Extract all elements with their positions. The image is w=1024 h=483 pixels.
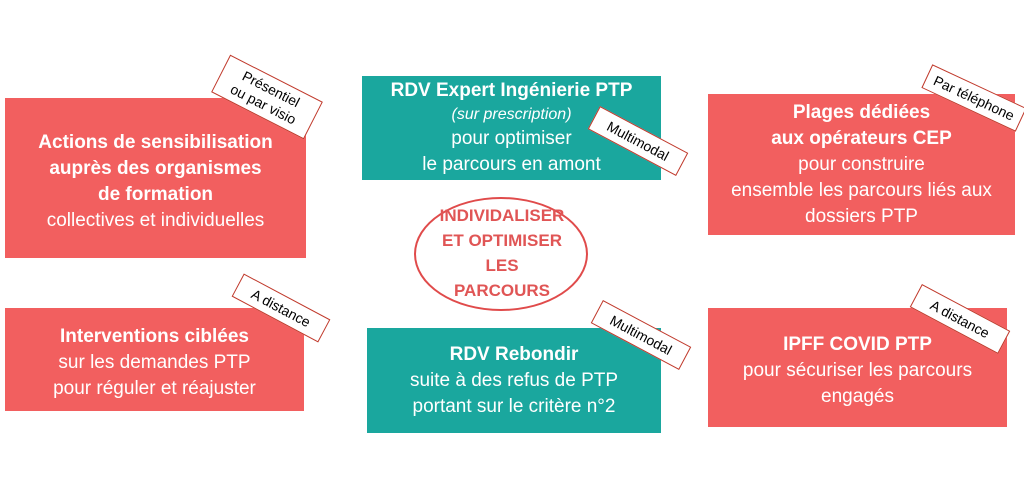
box-sensibilisation: Actions de sensibilisation auprès des or… bbox=[5, 98, 306, 258]
center-title-line-1: INDIVIDALISER bbox=[439, 206, 565, 225]
box-interventions-text-1: sur les demandes PTP bbox=[58, 351, 251, 373]
box-interventions: Interventions ciblées sur les demandes P… bbox=[5, 308, 304, 411]
box-sensibilisation-title-2: auprès des organismes bbox=[49, 158, 262, 179]
box-ipff-text-2: engagés bbox=[821, 385, 894, 407]
box-plages-title-1: Plages dédiées bbox=[792, 101, 931, 123]
box-expert-subtitle: (sur prescription) bbox=[451, 106, 572, 123]
box-sensibilisation-title-1: Actions de sensibilisation bbox=[38, 132, 273, 153]
box-rebondir-text-2: portant sur le critère n°2 bbox=[412, 395, 616, 417]
center-title: INDIVIDALISER ET OPTIMISER LES PARCOURS bbox=[420, 203, 584, 303]
box-sensibilisation-text-1: collectives et individuelles bbox=[46, 210, 265, 231]
box-interventions-text-2: pour réguler et réajuster bbox=[53, 377, 256, 399]
box-ipff-text-1: pour sécuriser les parcours bbox=[742, 359, 973, 381]
box-expert-title: RDV Expert Ingénierie PTP bbox=[390, 80, 633, 101]
box-interventions-title: Interventions ciblées bbox=[59, 325, 249, 347]
box-plages-text-3: dossiers PTP bbox=[805, 205, 918, 227]
box-rebondir-text-1: suite à des refus de PTP bbox=[409, 369, 619, 391]
box-plages-text-2: ensemble les parcours liés aux bbox=[731, 179, 992, 201]
box-expert-text-2: le parcours en amont bbox=[422, 154, 601, 175]
box-sensibilisation-title-3: de formation bbox=[97, 184, 214, 205]
box-plages: Plages dédiées aux opérateurs CEP pour c… bbox=[708, 94, 1015, 235]
center-title-line-2: ET OPTIMISER bbox=[442, 231, 562, 250]
center-title-line-4: PARCOURS bbox=[453, 281, 551, 300]
center-ellipse bbox=[414, 197, 588, 311]
box-rebondir: RDV Rebondir suite à des refus de PTP po… bbox=[367, 328, 661, 433]
center-title-line-3: LES bbox=[485, 256, 519, 275]
box-rebondir-title: RDV Rebondir bbox=[449, 343, 579, 365]
box-expert-text-1: pour optimiser bbox=[451, 128, 572, 149]
box-plages-text-1: pour construire bbox=[798, 153, 925, 175]
box-plages-title-2: aux opérateurs CEP bbox=[771, 127, 952, 149]
box-ipff-title: IPFF COVID PTP bbox=[783, 333, 932, 355]
